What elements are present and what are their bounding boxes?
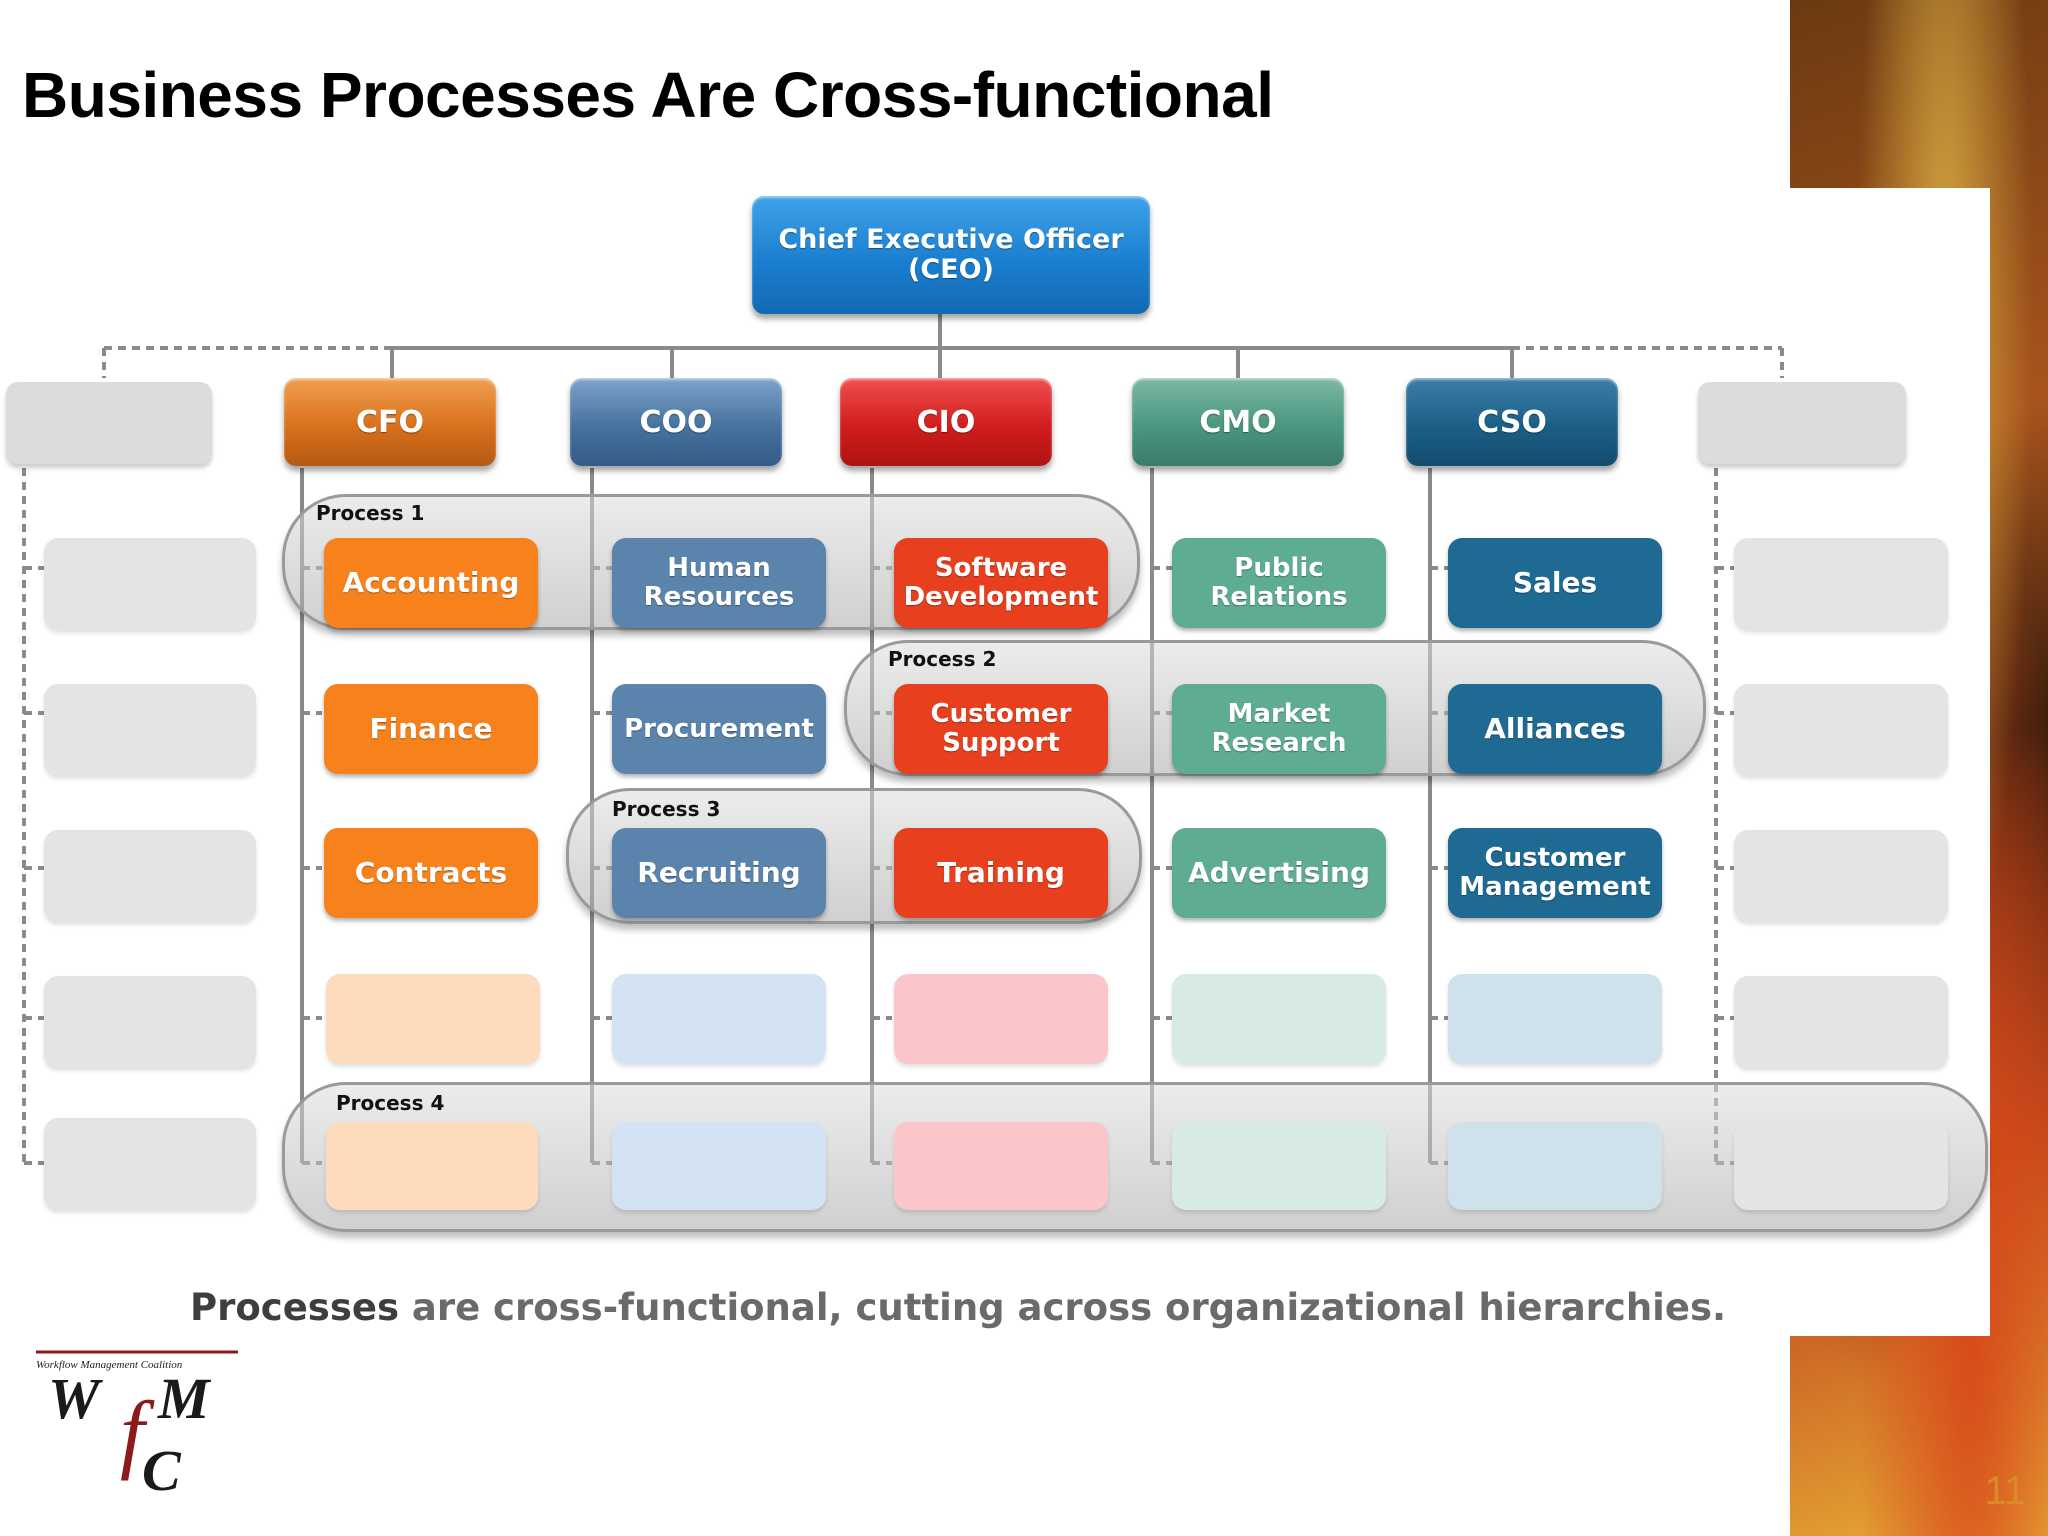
placeholder-cio-5 bbox=[894, 1122, 1108, 1210]
placeholder-right-3 bbox=[1734, 830, 1948, 922]
process-label-4: Process 4 bbox=[336, 1091, 445, 1115]
exec-placeholder-left bbox=[6, 382, 212, 464]
placeholder-cfo-5 bbox=[326, 1122, 538, 1210]
process-label-2: Process 2 bbox=[888, 647, 997, 671]
dept-accounting: Accounting bbox=[324, 538, 538, 628]
svg-text:C: C bbox=[142, 1438, 182, 1500]
placeholder-right-5 bbox=[1734, 1122, 1948, 1210]
placeholder-cio-4 bbox=[894, 974, 1108, 1064]
dept-customer-support: Customer Support bbox=[894, 684, 1108, 774]
placeholder-cso-4 bbox=[1448, 974, 1662, 1064]
dept-training: Training bbox=[894, 828, 1108, 918]
placeholder-right-1 bbox=[1734, 538, 1948, 630]
ceo-box: Chief Executive Officer (CEO) bbox=[752, 196, 1150, 314]
slide-title: Business Processes Are Cross-functional bbox=[22, 59, 1274, 131]
dept-customer-management: Customer Management bbox=[1448, 828, 1662, 918]
placeholder-coo-4 bbox=[612, 974, 826, 1064]
dept-market-research: Market Research bbox=[1172, 684, 1386, 774]
dept-advertising: Advertising bbox=[1172, 828, 1386, 918]
dept-contracts: Contracts bbox=[324, 828, 538, 918]
dept-alliances: Alliances bbox=[1448, 684, 1662, 774]
caption-rest: are cross-functional, cutting across org… bbox=[398, 1286, 1727, 1329]
placeholder-right-4 bbox=[1734, 976, 1948, 1068]
process-label-1: Process 1 bbox=[316, 501, 425, 525]
placeholder-coo-5 bbox=[612, 1122, 826, 1210]
dept-public-relations: Public Relations bbox=[1172, 538, 1386, 628]
page-number: 11 bbox=[1984, 1469, 2026, 1513]
coo-box: COO bbox=[570, 378, 782, 466]
cfo-box: CFO bbox=[284, 378, 496, 466]
process-label-3: Process 3 bbox=[612, 797, 721, 821]
placeholder-cmo-5 bbox=[1172, 1122, 1386, 1210]
exec-placeholder-right bbox=[1698, 382, 1906, 464]
svg-text:W: W bbox=[48, 1366, 103, 1431]
placeholder-left-5 bbox=[44, 1118, 256, 1210]
dept-human-resources: Human Resources bbox=[612, 538, 826, 628]
cso-box: CSO bbox=[1406, 378, 1618, 466]
placeholder-cfo-4 bbox=[326, 974, 540, 1064]
placeholder-left-2 bbox=[44, 684, 256, 776]
placeholder-left-1 bbox=[44, 538, 256, 630]
dept-sales: Sales bbox=[1448, 538, 1662, 628]
svg-text:Workflow Management Coalition: Workflow Management Coalition bbox=[36, 1359, 183, 1371]
dept-software-development: Software Development bbox=[894, 538, 1108, 628]
cmo-box: CMO bbox=[1132, 378, 1344, 466]
wfmc-logo: Workflow Management Coalition W f M C bbox=[34, 1350, 244, 1503]
caption: Processes are cross-functional, cutting … bbox=[190, 1286, 1726, 1329]
process-band-4 bbox=[282, 1082, 1988, 1232]
placeholder-left-3 bbox=[44, 830, 256, 922]
placeholder-cso-5 bbox=[1448, 1122, 1662, 1210]
dept-recruiting: Recruiting bbox=[612, 828, 826, 918]
placeholder-cmo-4 bbox=[1172, 974, 1386, 1064]
placeholder-left-4 bbox=[44, 976, 256, 1068]
org-process-diagram: Process 1 Process 2 Process 3 Process 4 … bbox=[0, 188, 1990, 1336]
caption-lead: Processes bbox=[190, 1286, 399, 1329]
cio-box: CIO bbox=[840, 378, 1052, 466]
dept-finance: Finance bbox=[324, 684, 538, 774]
placeholder-right-2 bbox=[1734, 684, 1948, 776]
dept-procurement: Procurement bbox=[612, 684, 826, 774]
svg-text:M: M bbox=[157, 1366, 212, 1431]
